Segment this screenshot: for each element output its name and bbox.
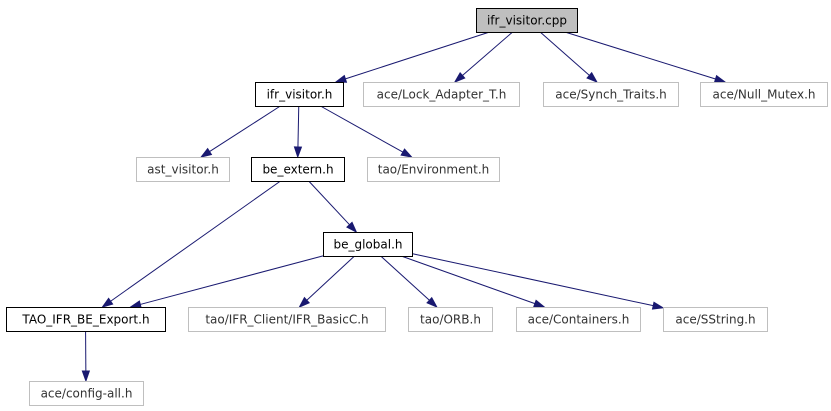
node-synch-traits: ace/Synch_Traits.h xyxy=(543,82,679,107)
edge-ifr_visitor_h-to-be_extern xyxy=(293,105,303,159)
node-box xyxy=(476,8,578,33)
node-label: be_extern.h xyxy=(262,163,333,177)
node-box xyxy=(543,82,679,107)
nodes-layer: ifr_visitor.cpp ifr_visitor.h ace/Lock_Ada… xyxy=(6,8,828,406)
node-box xyxy=(29,381,144,406)
node-null-mutex: ace/Null_Mutex.h xyxy=(700,82,828,107)
node-tao-ifr-be-export[interactable]: TAO_IFR_BE_Export.h xyxy=(6,307,166,332)
node-ifr-visitor-cpp[interactable]: ifr_visitor.cpp xyxy=(476,8,578,33)
node-ifr-basicc: tao/IFR_Client/IFR_BasicC.h xyxy=(188,307,386,332)
arrowhead xyxy=(400,148,413,158)
arrowhead xyxy=(129,300,142,309)
node-box xyxy=(367,157,500,182)
arrowhead xyxy=(101,297,114,308)
node-lock-adapter: ace/Lock_Adapter_T.h xyxy=(363,82,520,107)
edge-line xyxy=(462,31,513,76)
node-environment: tao/Environment.h xyxy=(367,157,500,182)
edge-be_global-to-ifr_basicc xyxy=(298,255,355,309)
edge-be_extern-to-be_global xyxy=(308,180,358,234)
arrowhead xyxy=(586,71,599,84)
node-label: TAO_IFR_BE_Export.h xyxy=(21,313,149,327)
node-box xyxy=(663,307,768,332)
node-sstring: ace/SString.h xyxy=(663,307,768,332)
edge-line xyxy=(140,255,324,305)
edge-be_extern-to-tao_ifr_be_export xyxy=(101,180,281,308)
node-ast-visitor: ast_visitor.h xyxy=(136,157,230,182)
arrowhead xyxy=(453,71,466,83)
node-box xyxy=(700,82,828,107)
arrowhead xyxy=(651,301,665,310)
node-label: tao/IFR_Client/IFR_BasicC.h xyxy=(205,313,368,327)
edge-be_global-to-orb xyxy=(380,255,438,309)
node-label: ace/Lock_Adapter_T.h xyxy=(377,88,507,102)
node-containers: ace/Containers.h xyxy=(516,307,641,332)
edge-be_global-to-containers xyxy=(401,255,546,308)
edge-ifr_visitor_h-to-environment xyxy=(320,105,413,158)
node-be-global[interactable]: be_global.h xyxy=(323,232,413,257)
arrowhead xyxy=(346,221,358,234)
edge-line xyxy=(110,180,281,302)
edge-be_global-to-sstring xyxy=(411,253,665,310)
edge-line xyxy=(209,105,281,153)
node-box xyxy=(6,307,166,332)
edge-line xyxy=(564,31,716,80)
node-orb: tao/ORB.h xyxy=(408,307,493,332)
edge-ifr_visitor_h-to-ast_visitor xyxy=(199,105,281,158)
edges-layer xyxy=(81,31,727,383)
node-box xyxy=(136,157,230,182)
arrowhead xyxy=(81,370,91,383)
arrowhead xyxy=(426,296,438,309)
edge-ifr_visitor_cpp-to-synch_traits xyxy=(539,31,599,84)
node-box xyxy=(516,307,641,332)
edge-line xyxy=(297,105,300,148)
node-box xyxy=(255,82,344,107)
node-label: ace/Containers.h xyxy=(528,313,630,327)
arrowhead xyxy=(713,74,727,83)
node-box xyxy=(363,82,520,107)
node-label: tao/Environment.h xyxy=(378,163,490,177)
arrowhead xyxy=(298,296,311,309)
edge-line xyxy=(320,105,404,153)
node-label: be_global.h xyxy=(333,238,402,252)
edge-ifr_visitor_cpp-to-ifr_visitor_h xyxy=(334,31,490,83)
edge-line xyxy=(380,255,430,301)
arrowhead xyxy=(293,146,303,159)
node-label: ace/config-all.h xyxy=(41,387,133,401)
arrowhead xyxy=(199,147,213,158)
edge-line xyxy=(308,180,350,226)
node-box xyxy=(188,307,386,332)
edge-line xyxy=(539,31,590,76)
node-box xyxy=(323,232,413,257)
node-config-all: ace/config-all.h xyxy=(29,381,144,406)
edge-tao_ifr_be_export-to-config_all xyxy=(81,330,91,383)
node-be-extern[interactable]: be_extern.h xyxy=(251,157,345,182)
edge-line xyxy=(401,255,536,305)
edge-be_global-to-tao_ifr_be_export xyxy=(129,255,324,309)
node-label: ifr_visitor.cpp xyxy=(487,14,567,28)
node-label: ast_visitor.h xyxy=(147,163,219,177)
node-label: ace/Null_Mutex.h xyxy=(713,88,816,102)
arrowhead xyxy=(533,299,546,308)
node-label: tao/ORB.h xyxy=(420,313,481,327)
edge-line xyxy=(345,31,490,80)
edge-line xyxy=(306,255,355,301)
edge-ifr_visitor_cpp-to-lock_adapter xyxy=(453,31,513,83)
node-label: ace/Synch_Traits.h xyxy=(555,88,666,102)
edge-line xyxy=(411,253,654,307)
node-box xyxy=(251,157,345,182)
node-ifr-visitor-h[interactable]: ifr_visitor.h xyxy=(255,82,344,107)
arrowhead xyxy=(334,74,348,83)
node-label: ace/SString.h xyxy=(675,313,755,327)
node-label: ifr_visitor.h xyxy=(267,88,333,102)
node-box xyxy=(408,307,493,332)
